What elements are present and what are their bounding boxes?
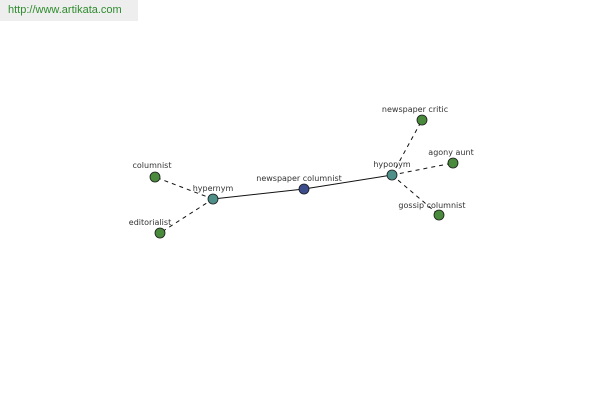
edge-center-hypernym xyxy=(212,188,305,200)
edge-hyponym-gossip-columnist xyxy=(391,174,440,216)
edge-hypernym-editorialist xyxy=(159,198,214,234)
node-label-center[interactable]: newspaper columnist xyxy=(256,174,342,183)
node-editorialist[interactable] xyxy=(154,227,166,239)
edge-hypernym-columnist xyxy=(154,176,214,200)
node-columnist[interactable] xyxy=(149,171,161,183)
node-label-gossip-columnist[interactable]: gossip columnist xyxy=(398,201,465,210)
source-url-link[interactable]: http://www.artikata.com xyxy=(0,0,138,21)
edge-hyponym-newspaper-critic xyxy=(391,119,423,176)
node-label-hyponym[interactable]: hyponym xyxy=(373,160,411,169)
node-gossip-columnist[interactable] xyxy=(433,209,445,221)
node-label-columnist[interactable]: columnist xyxy=(133,161,172,170)
node-newspaper-critic[interactable] xyxy=(416,114,428,126)
node-label-agony-aunt[interactable]: agony aunt xyxy=(428,148,473,157)
node-center[interactable] xyxy=(298,183,310,195)
node-hyponym[interactable] xyxy=(386,169,398,181)
edge-hyponym-agony-aunt xyxy=(391,162,454,176)
node-hypernym[interactable] xyxy=(207,193,219,205)
edge-center-hyponym xyxy=(303,174,393,190)
node-agony-aunt[interactable] xyxy=(447,157,459,169)
node-label-hypernym[interactable]: hypernym xyxy=(193,184,234,193)
node-label-editorialist[interactable]: editorialist xyxy=(129,218,171,227)
node-label-newspaper-critic[interactable]: newspaper critic xyxy=(382,105,448,114)
